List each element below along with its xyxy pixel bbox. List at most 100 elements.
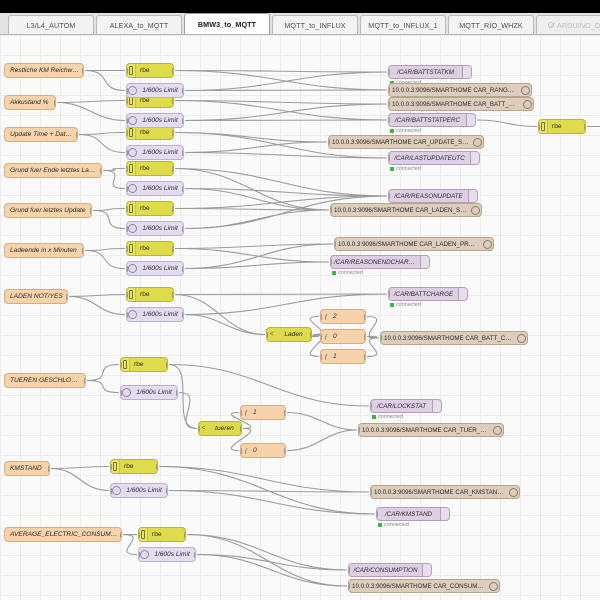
rate-limit-node[interactable]: 1/600s Limit bbox=[126, 113, 184, 128]
node-output-port[interactable] bbox=[90, 207, 91, 214]
node-input-port[interactable] bbox=[331, 207, 332, 213]
comment-node[interactable]: KMSTAND bbox=[4, 461, 50, 476]
comment-node[interactable]: Restliche KM Reichweite bbox=[4, 63, 84, 78]
flow-tab-mqtt-rio-whzk[interactable]: MQTT_RIO_WHZK bbox=[448, 15, 534, 34]
mqtt-out-node[interactable]: /CAR/CONSUMPTION bbox=[348, 563, 432, 577]
node-input-port[interactable] bbox=[267, 331, 268, 338]
node-input-port[interactable] bbox=[381, 335, 382, 341]
mqtt-out-node[interactable]: /CAR/LOCKSTAT bbox=[370, 399, 442, 413]
node-input-port[interactable] bbox=[349, 567, 350, 573]
node-output-port[interactable] bbox=[310, 331, 311, 338]
node-input-port[interactable] bbox=[127, 117, 128, 124]
node-input-port[interactable] bbox=[127, 87, 128, 94]
flow-tab-arduino-dev[interactable]: ARDUINO_DEV bbox=[536, 15, 600, 34]
node-output-port[interactable] bbox=[84, 377, 85, 384]
rate-limit-node[interactable]: 1/600s Limit bbox=[126, 145, 184, 160]
comment-node[interactable]: Ladeende in x Minuten bbox=[4, 243, 84, 258]
mqtt-out-node[interactable]: /CAR/BATTCHARGE bbox=[388, 287, 468, 301]
node-input-port[interactable] bbox=[127, 185, 128, 192]
mqtt-out-node[interactable]: /CAR/BATTSTATKM bbox=[388, 65, 472, 79]
node-input-port[interactable] bbox=[127, 165, 128, 172]
node-input-port[interactable] bbox=[127, 205, 128, 212]
node-input-port[interactable] bbox=[321, 333, 322, 340]
node-input-port[interactable] bbox=[139, 531, 140, 538]
mqtt-out-node[interactable]: /CAR/LASTUPDATEUTC bbox=[388, 151, 480, 165]
mqtt-broker-node[interactable]: 10.0.0.3:9096/SMARTHOME CAR_RANGE_KM bbox=[388, 83, 532, 97]
node-input-port[interactable] bbox=[539, 123, 540, 130]
comment-node[interactable]: LADEN NOT/YES bbox=[4, 289, 68, 304]
node-input-port[interactable] bbox=[199, 425, 200, 432]
node-output-port[interactable] bbox=[364, 353, 365, 360]
node-output-port[interactable] bbox=[156, 463, 157, 470]
comment-node[interactable]: TUEREN GESCHLOSSEN bbox=[4, 373, 86, 388]
switch-node[interactable]: <Laden bbox=[266, 327, 312, 342]
node-output-port[interactable] bbox=[54, 99, 55, 106]
node-input-port[interactable] bbox=[389, 291, 390, 297]
node-output-port[interactable] bbox=[364, 333, 365, 340]
flow-tab-mqtt-to-influx-1[interactable]: MQTT_to_INFLUX_1 bbox=[360, 15, 446, 34]
node-input-port[interactable] bbox=[127, 311, 128, 318]
node-output-port[interactable] bbox=[364, 313, 365, 320]
node-output-port[interactable] bbox=[166, 361, 167, 368]
mqtt-out-node[interactable]: /CAR/BATTSTATPERC bbox=[388, 113, 476, 127]
node-input-port[interactable] bbox=[349, 583, 350, 589]
mqtt-out-node[interactable]: /CAR/REASONENDCHARGE bbox=[330, 255, 430, 269]
node-input-port[interactable] bbox=[389, 193, 390, 199]
node-input-port[interactable] bbox=[139, 551, 140, 558]
node-output-port[interactable] bbox=[172, 291, 173, 298]
rbe-node[interactable]: rbe bbox=[120, 357, 168, 372]
node-input-port[interactable] bbox=[321, 353, 322, 360]
rate-limit-node[interactable]: 1/600s Limit bbox=[126, 261, 184, 276]
node-output-port[interactable] bbox=[284, 447, 285, 454]
node-input-port[interactable] bbox=[389, 101, 390, 107]
node-output-port[interactable] bbox=[166, 487, 167, 494]
node-output-port[interactable] bbox=[176, 389, 177, 396]
node-output-port[interactable] bbox=[240, 425, 241, 432]
node-input-port[interactable] bbox=[127, 67, 128, 74]
node-output-port[interactable] bbox=[194, 551, 195, 558]
comment-node[interactable]: Update Time + Datum bbox=[4, 127, 78, 142]
node-output-port[interactable] bbox=[82, 67, 83, 74]
mqtt-broker-node[interactable]: 10.0.0.3:9096/SMARTHOME CAR_CONSUMPTION bbox=[348, 579, 500, 593]
node-input-port[interactable] bbox=[331, 259, 332, 265]
rate-limit-node[interactable]: 1/600s Limit bbox=[138, 547, 196, 562]
node-output-port[interactable] bbox=[172, 129, 173, 136]
node-input-port[interactable] bbox=[121, 389, 122, 396]
node-output-port[interactable] bbox=[184, 531, 185, 538]
rate-limit-node[interactable]: 1/600s Limit bbox=[126, 181, 184, 196]
node-output-port[interactable] bbox=[82, 247, 83, 254]
flow-tab-alexa-to-mqtt[interactable]: ALEXA_to_MQTT bbox=[96, 15, 182, 34]
rate-limit-node[interactable]: 1/600s Limit bbox=[126, 307, 184, 322]
node-output-port[interactable] bbox=[584, 123, 585, 130]
rate-limit-node[interactable]: 1/600s Limit bbox=[120, 385, 178, 400]
flow-tab-mqtt-to-influx[interactable]: MQTT_to_INFLUX bbox=[272, 15, 358, 34]
node-input-port[interactable] bbox=[377, 511, 378, 517]
node-output-port[interactable] bbox=[182, 311, 183, 318]
node-input-port[interactable] bbox=[359, 427, 360, 433]
node-input-port[interactable] bbox=[389, 155, 390, 161]
node-output-port[interactable] bbox=[182, 117, 183, 124]
rbe-node[interactable]: rbe bbox=[126, 63, 174, 78]
node-input-port[interactable] bbox=[241, 447, 242, 454]
mqtt-out-node[interactable]: /CAR/KMSTAND bbox=[376, 507, 450, 521]
rate-limit-node[interactable]: 1/600s Limit bbox=[126, 221, 184, 236]
node-input-port[interactable] bbox=[335, 241, 336, 247]
comment-node[interactable]: Grund fuer Ende letztes Laden bbox=[4, 163, 102, 178]
node-input-port[interactable] bbox=[371, 489, 372, 495]
mqtt-broker-node[interactable]: 10.0.0.3:9096/SMARTHOME CAR_KMSTANDNUM bbox=[370, 485, 520, 499]
flow-tab-l3-l4-autom[interactable]: L3/L4_AUTOM bbox=[8, 15, 94, 34]
node-input-port[interactable] bbox=[127, 129, 128, 136]
node-input-port[interactable] bbox=[127, 245, 128, 252]
node-output-port[interactable] bbox=[182, 225, 183, 232]
node-output-port[interactable] bbox=[284, 409, 285, 416]
node-output-port[interactable] bbox=[172, 205, 173, 212]
flow-tab-bmw3-to-mqtt[interactable]: BMW3_to_MQTT bbox=[184, 13, 270, 34]
node-input-port[interactable] bbox=[321, 313, 322, 320]
mqtt-broker-node[interactable]: 10.0.0.3:9096/SMARTHOME CAR_BATT_PERC bbox=[388, 97, 534, 111]
node-input-port[interactable] bbox=[127, 225, 128, 232]
comment-node[interactable]: Grund fuer letztes Update bbox=[4, 203, 92, 218]
